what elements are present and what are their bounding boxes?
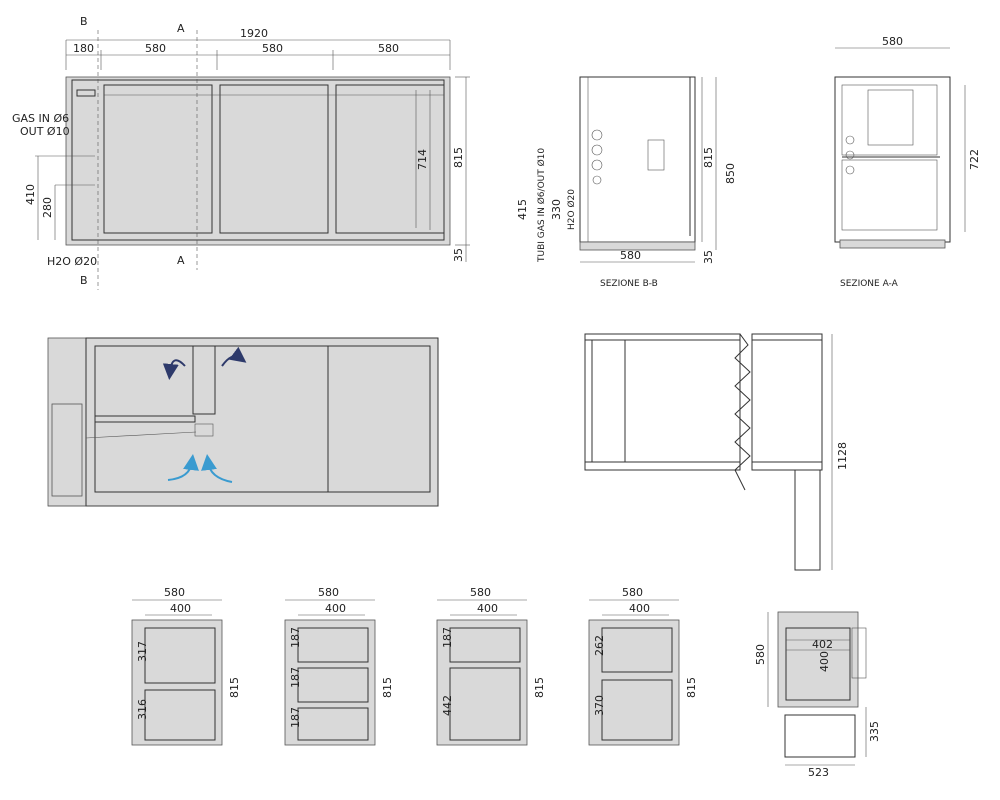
dim-height-280: 280 [41,197,54,218]
label-out: OUT Ø10 [20,125,70,138]
bb-dim-815: 815 [702,147,715,168]
plan-view [47,337,439,507]
tray-dim-335: 335 [868,721,881,742]
aa-dim-580: 580 [882,35,903,48]
dv4-w580: 580 [622,586,643,599]
section-mark-b-top: B [80,15,88,28]
dv2-inner-3: 187 [289,707,302,728]
dv4-w400: 400 [629,602,650,615]
tray-dim-402: 402 [812,638,833,651]
drawer-view-3: 580 400 187 442 815 [436,586,546,746]
dv2-w580: 580 [318,586,339,599]
bb-dim-850: 850 [724,163,737,184]
label-gas-in: GAS IN Ø6 [12,112,69,125]
section-bb: 815 850 580 35 TUBI GAS IN Ø6/OUT Ø10 H2… [516,76,737,289]
dv1-inner-2: 316 [136,699,149,720]
dv3-inner-2: 442 [441,695,454,716]
section-mark-a-bottom: A [177,254,185,267]
tray-dim-400: 400 [818,651,831,672]
dv2-h815: 815 [381,677,394,698]
dv1-w580: 580 [164,586,185,599]
dv3-h815: 815 [533,677,546,698]
dim-height-815: 815 [452,147,465,168]
bb-label-h2o: H2O Ø20 [566,189,577,230]
dv1-h815: 815 [228,677,241,698]
dv3-w400: 400 [477,602,498,615]
section-mark-a-top: A [177,22,185,35]
dv2-w400: 400 [325,602,346,615]
dv4-inner-2: 370 [593,695,606,716]
drawer-view-1: 580 400 317 316 815 [131,586,241,746]
dim-feet-35: 35 [452,248,465,262]
dim-seg-2: 580 [145,42,166,55]
label-h2o: H2O Ø20 [47,255,97,268]
dim-seg-4: 580 [378,42,399,55]
dim-height-714: 714 [416,149,429,170]
bb-dim-580: 580 [620,249,641,262]
aa-caption: SEZIONE A-A [840,279,899,289]
tray-dim-580: 580 [754,644,767,665]
dim-overall-width: 1920 [240,27,268,40]
drawer-view-2: 580 400 187 187 187 815 [284,586,394,746]
front-view: 1920 180 580 580 580 A A B B 815 35 714 [12,15,470,290]
dv1-w400: 400 [170,602,191,615]
dv3-inner-1: 187 [441,627,454,648]
section-aa: 580 722 SEZIONE A-A [834,35,981,289]
dv2-inner-2: 187 [289,667,302,688]
dv4-inner-1: 262 [593,635,606,656]
tray-view: 580 402 400 335 523 [754,611,881,779]
dim-seg-3: 580 [262,42,283,55]
bb-caption: SEZIONE B-B [600,279,658,289]
drawer-view-4: 580 400 262 370 815 [588,586,698,746]
dv3-w580: 580 [470,586,491,599]
bb-dim-35: 35 [702,250,715,264]
side-dim-1128: 1128 [836,442,849,470]
bb-dim-330: 330 [550,199,563,220]
bb-label-tubi: TUBI GAS IN Ø6/OUT Ø10 [536,148,547,263]
bb-dim-415: 415 [516,199,529,220]
side-view: 1128 [584,333,849,571]
dv1-inner-1: 317 [136,641,149,662]
dv2-inner-1: 187 [289,627,302,648]
dv4-h815: 815 [685,677,698,698]
section-mark-b-bottom: B [80,274,88,287]
tray-dim-523: 523 [808,766,829,779]
dim-seg-1: 180 [73,42,94,55]
aa-dim-722: 722 [968,149,981,170]
dim-height-410: 410 [24,184,37,205]
